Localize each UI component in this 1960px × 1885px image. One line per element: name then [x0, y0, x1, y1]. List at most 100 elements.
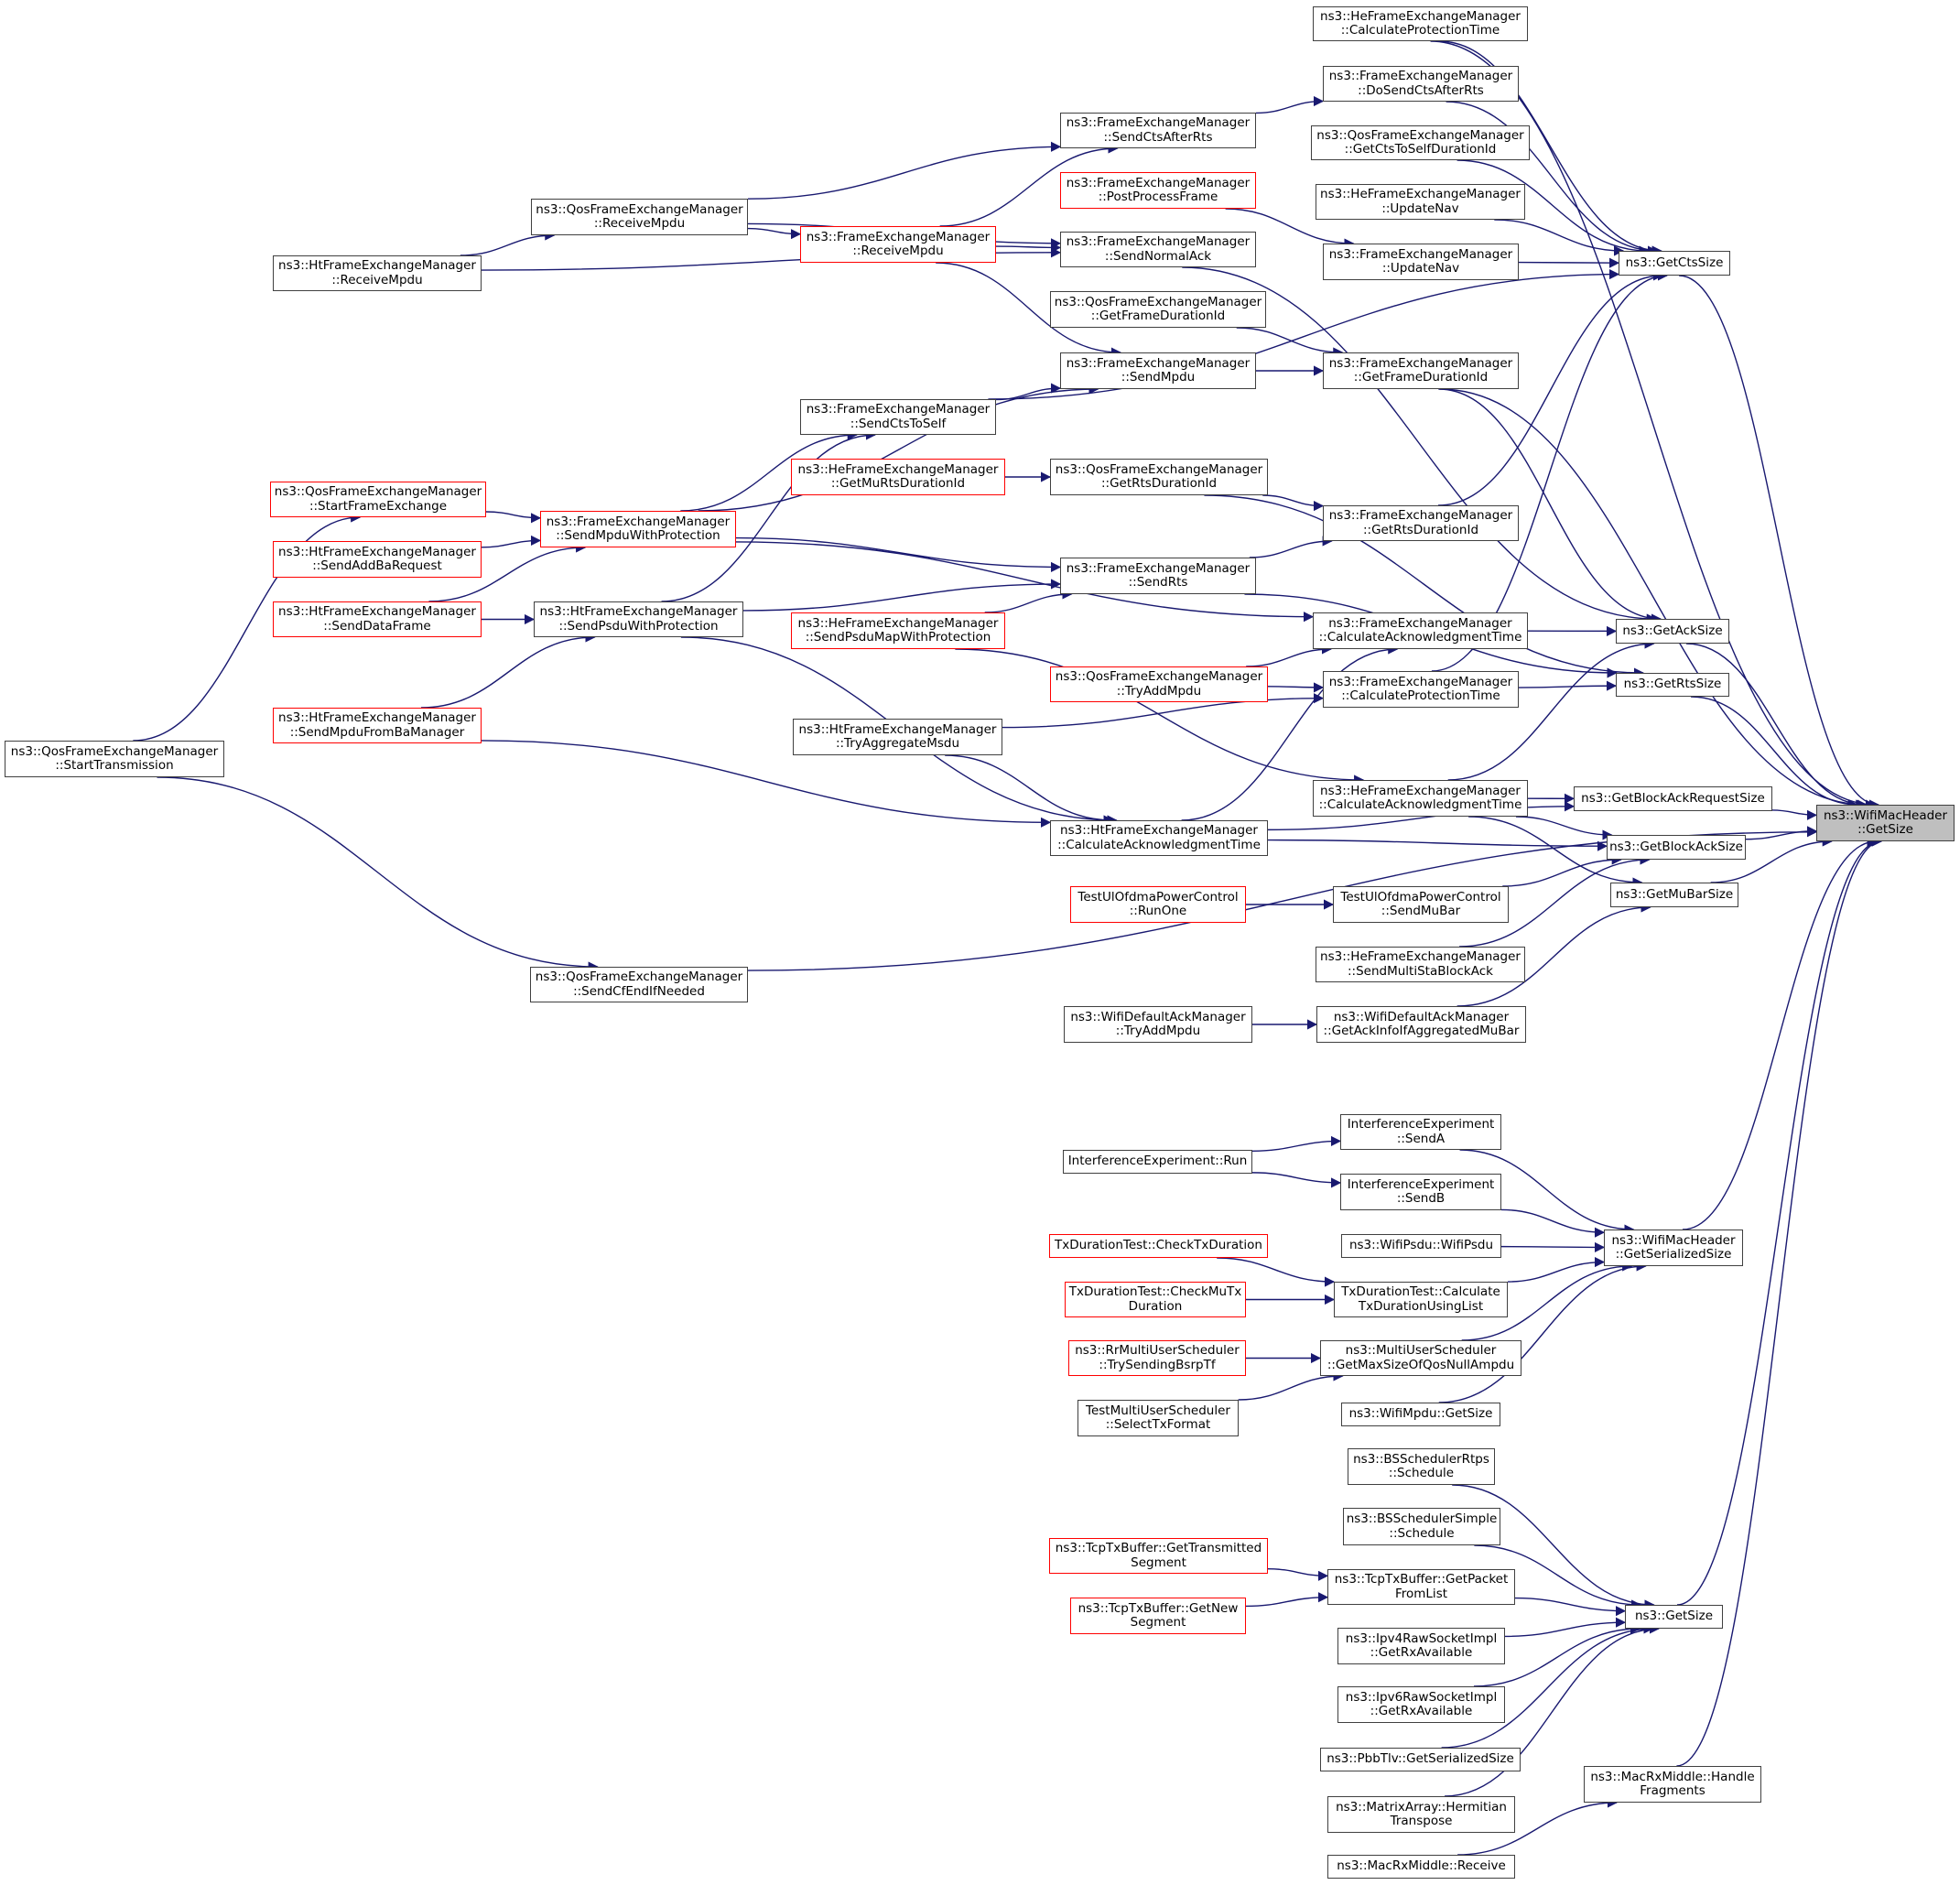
node-label-line: ns3::BSSchedulerSimple [1346, 1511, 1498, 1526]
node-label-line: ns3::TcpTxBuffer::GetNew [1077, 1600, 1239, 1616]
node-he-sendpsdumap[interactable]: ns3::HeFrameExchangeManager::SendPsduMap… [791, 612, 1005, 649]
edge-tcp-gettransmitted-to-tcp-getpacketfromlist [1267, 1567, 1329, 1581]
node-label-line: ::GetRxAvailable [1370, 1645, 1473, 1660]
node-getmubarsize[interactable]: ns3::GetMuBarSize [1610, 883, 1738, 907]
node-mus-getmaxqos[interactable]: ns3::MultiUserScheduler::GetMaxSizeOfQos… [1320, 1340, 1521, 1376]
node-ht-calcack[interactable]: ns3::HtFrameExchangeManager::CalculateAc… [1050, 820, 1268, 856]
node-ht-sendaddba[interactable]: ns3::HtFrameExchangeManager::SendAddBaRe… [273, 541, 482, 578]
node-fem-calcprot[interactable]: ns3::FrameExchangeManager::CalculateProt… [1323, 671, 1519, 708]
node-qos-getframedur[interactable]: ns3::QosFrameExchangeManager::GetFrameDu… [1050, 291, 1266, 328]
node-wdam-tryaddmpdu[interactable]: ns3::WifiDefaultAckManager::TryAddMpdu [1064, 1006, 1252, 1043]
node-tmus-selecttx[interactable]: TestMultiUserScheduler::SelectTxFormat [1077, 1400, 1239, 1436]
node-qos-sendcfend[interactable]: ns3::QosFrameExchangeManager::SendCfEndI… [530, 967, 748, 1002]
node-ht-receivempdu[interactable]: ns3::HtFrameExchangeManager::ReceiveMpdu [273, 255, 482, 291]
node-label-line: ns3::QosFrameExchangeManager [1055, 461, 1263, 477]
node-he-calcprot[interactable]: ns3::HeFrameExchangeManager::CalculatePr… [1313, 6, 1528, 41]
node-label-line: ::UpdateNav [1381, 200, 1459, 216]
node-ie-sendb[interactable]: InterferenceExperiment::SendB [1340, 1174, 1501, 1210]
node-fem-getrtsdur[interactable]: ns3::FrameExchangeManager::GetRtsDuratio… [1323, 505, 1519, 541]
node-fem-receivempdu[interactable]: ns3::FrameExchangeManager::ReceiveMpdu [800, 226, 996, 263]
edge-fem-getframedur-to-wmh-getsize [1439, 388, 1868, 810]
node-tulopc-sendmubar[interactable]: TestUlOfdmaPowerControl::SendMuBar [1333, 886, 1509, 923]
node-ipv4raw[interactable]: ns3::Ipv4RawSocketImpl::GetRxAvailable [1337, 1628, 1505, 1664]
edge-fem-sendmpduwithprot-to-fem-sendrts [735, 536, 1062, 572]
node-getbasize[interactable]: ns3::GetBlockAckSize [1607, 835, 1746, 860]
node-fem-postprocess[interactable]: ns3::FrameExchangeManager::PostProcessFr… [1060, 172, 1256, 209]
node-getbarsize[interactable]: ns3::GetBlockAckRequestSize [1574, 786, 1772, 811]
node-label-line: ns3::FrameExchangeManager [546, 514, 731, 529]
edge-he-sendpsdumap-to-fem-sendrts [984, 589, 1073, 613]
node-getsize[interactable]: ns3::GetSize [1625, 1605, 1723, 1629]
node-qos-startframeex[interactable]: ns3::QosFrameExchangeManager::StartFrame… [270, 482, 486, 517]
node-fem-sendmpdu[interactable]: ns3::FrameExchangeManager::SendMpdu [1060, 352, 1256, 389]
node-label-line: ns3::RrMultiUserScheduler [1075, 1343, 1240, 1358]
node-getacksize[interactable]: ns3::GetAckSize [1616, 619, 1729, 644]
node-tulopc-runone[interactable]: TestUlOfdmaPowerControl::RunOne [1070, 886, 1246, 923]
node-label-line: ns3::GetCtsSize [1625, 255, 1724, 270]
node-txd-checktx[interactable]: TxDurationTest::CheckTxDuration [1049, 1234, 1268, 1258]
node-qos-receivempdu[interactable]: ns3::QosFrameExchangeManager::ReceiveMpd… [531, 199, 748, 235]
node-bs-simple[interactable]: ns3::BSSchedulerSimple::Schedule [1343, 1508, 1500, 1545]
edge-txd-calclist-to-wmh-getserialized [1507, 1256, 1606, 1283]
node-fem-getframedur[interactable]: ns3::FrameExchangeManager::GetFrameDurat… [1323, 352, 1519, 389]
node-label-line: ns3::FrameExchangeManager [1066, 115, 1251, 130]
node-ht-sendpsduwithprot[interactable]: ns3::HtFrameExchangeManager::SendPsduWit… [534, 601, 743, 637]
node-wifimpdu-getsize[interactable]: ns3::WifiMpdu::GetSize [1341, 1403, 1500, 1426]
node-ie-run[interactable]: InterferenceExperiment::Run [1063, 1150, 1252, 1174]
node-bs-rtps[interactable]: ns3::BSSchedulerRtps::Schedule [1348, 1448, 1495, 1485]
node-getctssize[interactable]: ns3::GetCtsSize [1619, 251, 1730, 276]
node-label-line: ns3::Ipv6RawSocketImpl [1345, 1689, 1498, 1705]
edge-getsize-to-wmh-getsize [1676, 836, 1882, 1606]
node-ht-senddataframe[interactable]: ns3::HtFrameExchangeManager::SendDataFra… [273, 601, 482, 637]
node-fem-sendctsafterrts[interactable]: ns3::FrameExchangeManager::SendCtsAfterR… [1060, 113, 1256, 148]
node-ipv6raw[interactable]: ns3::Ipv6RawSocketImpl::GetRxAvailable [1337, 1686, 1505, 1723]
node-getrtssize[interactable]: ns3::GetRtsSize [1616, 673, 1729, 697]
node-label-line: ::ReceiveMpdu [852, 244, 944, 258]
node-rrmus-trybsrp[interactable]: ns3::RrMultiUserScheduler::TrySendingBsr… [1068, 1340, 1246, 1376]
node-qos-tryaddmpdu[interactable]: ns3::QosFrameExchangeManager::TryAddMpdu [1050, 666, 1268, 702]
node-label-line: Transpose [1390, 1814, 1453, 1828]
node-wifipsdu[interactable]: ns3::WifiPsdu::WifiPsdu [1341, 1234, 1501, 1258]
node-fem-sendctstoself[interactable]: ns3::FrameExchangeManager::SendCtsToSelf [800, 399, 996, 435]
edge-bs-simple-to-getsize [1474, 1544, 1642, 1610]
node-fem-sendmpduwithprot[interactable]: ns3::FrameExchangeManager::SendMpduWithP… [540, 511, 736, 547]
node-wdam-getackinfo[interactable]: ns3::WifiDefaultAckManager::GetAckInfoIf… [1316, 1006, 1526, 1043]
node-label-line: ns3::HtFrameExchangeManager [798, 721, 997, 737]
node-label-line: ::GetSize [1857, 822, 1913, 837]
node-he-calcack[interactable]: ns3::HeFrameExchangeManager::CalculateAc… [1313, 780, 1528, 817]
node-ht-tryaggmsdu[interactable]: ns3::HtFrameExchangeManager::TryAggregat… [793, 719, 1002, 755]
node-label-line: ::SendA [1396, 1131, 1446, 1146]
node-fem-sendrts[interactable]: ns3::FrameExchangeManager::SendRts [1060, 558, 1256, 594]
node-qos-getrtsdur[interactable]: ns3::QosFrameExchangeManager::GetRtsDura… [1050, 459, 1268, 495]
node-fem-calcack[interactable]: ns3::FrameExchangeManager::CalculateAckn… [1313, 612, 1528, 649]
node-qos-getctstoself[interactable]: ns3::QosFrameExchangeManager::GetCtsToSe… [1311, 125, 1530, 160]
node-he-sendmultista[interactable]: ns3::HeFrameExchangeManager::SendMultiSt… [1316, 947, 1525, 982]
edge-ipv6raw-to-getsize [1473, 1623, 1641, 1687]
node-he-updatenav[interactable]: ns3::HeFrameExchangeManager::UpdateNav [1316, 184, 1525, 220]
node-fem-dosendcts[interactable]: ns3::FrameExchangeManager::DoSendCtsAfte… [1323, 66, 1519, 102]
node-macrx-receive[interactable]: ns3::MacRxMiddle::Receive [1327, 1855, 1515, 1879]
edge-ht-sendpsduwithprot-to-fem-sendrts [742, 579, 1062, 612]
node-label-line: ::UpdateNav [1381, 261, 1460, 276]
node-fem-updatenav[interactable]: ns3::FrameExchangeManager::UpdateNav [1323, 244, 1519, 280]
node-label-line: ns3::HeFrameExchangeManager [1320, 8, 1521, 24]
node-fem-sendnormalack[interactable]: ns3::FrameExchangeManager::SendNormalAck [1060, 232, 1256, 267]
node-label-line: ns3::FrameExchangeManager [1328, 246, 1513, 262]
node-label-line: ::RunOne [1129, 904, 1187, 918]
node-he-getmurtsdur[interactable]: ns3::HeFrameExchangeManager::GetMuRtsDur… [791, 459, 1005, 495]
node-wmh-getserialized[interactable]: ns3::WifiMacHeader::GetSerializedSize [1604, 1230, 1743, 1266]
node-ht-sendmpdufromba[interactable]: ns3::HtFrameExchangeManager::SendMpduFro… [273, 708, 482, 743]
node-label-line: ::ReceiveMpdu [593, 216, 686, 231]
node-ie-senda[interactable]: InterferenceExperiment::SendA [1340, 1114, 1501, 1150]
node-pbbtlv[interactable]: ns3::PbbTlv::GetSerializedSize [1320, 1748, 1521, 1771]
node-qos-starttx[interactable]: ns3::QosFrameExchangeManager::StartTrans… [5, 741, 224, 777]
edge-he-sendmultista-to-getbasize [1459, 854, 1651, 948]
edge-fem-sendmpduwithprot-to-fem-sendctstoself [680, 429, 858, 512]
